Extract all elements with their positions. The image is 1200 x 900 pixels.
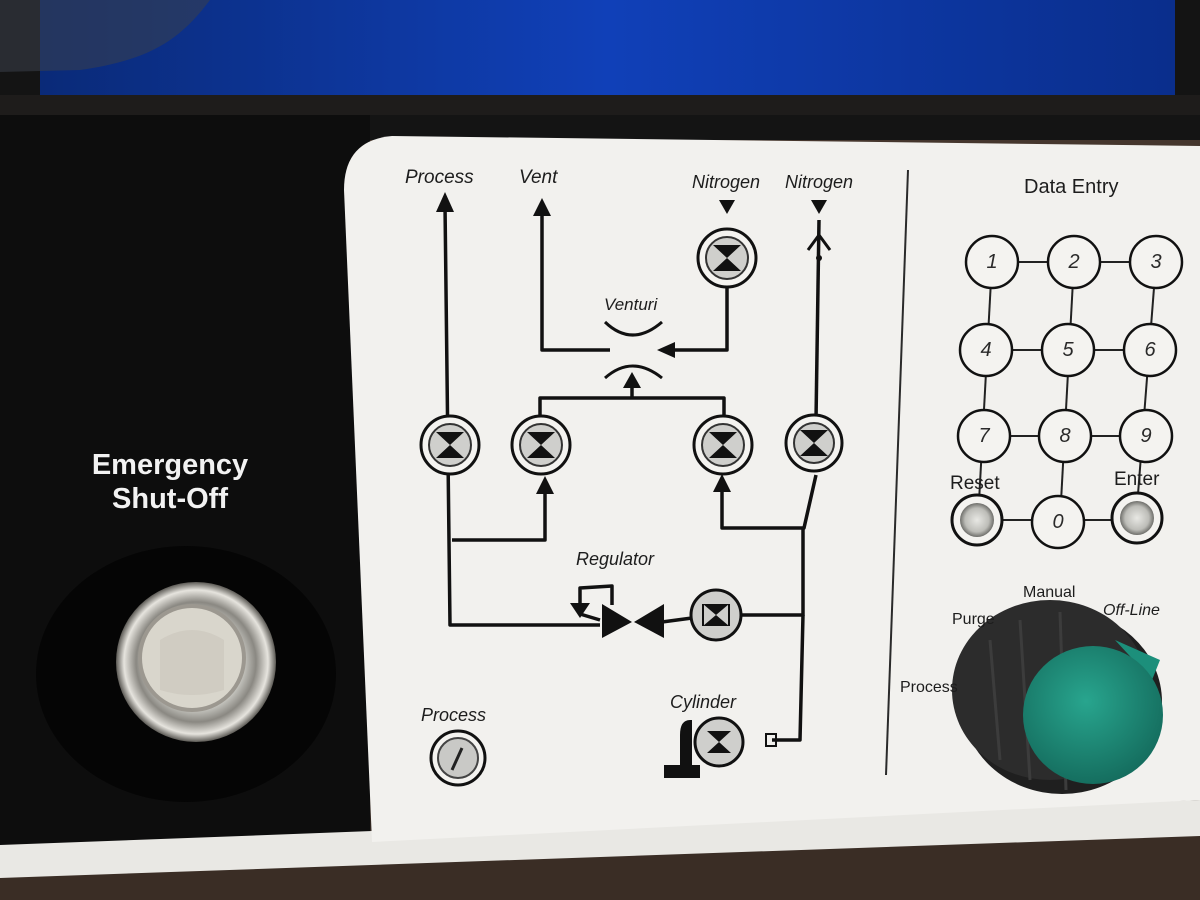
emergency-shutoff-button[interactable] xyxy=(116,582,276,742)
valve-v2 xyxy=(510,414,572,476)
diagram-label-process-out: Process xyxy=(405,167,474,188)
valve-v1 xyxy=(419,414,481,476)
knob-label-process: Process xyxy=(900,679,958,696)
blue-display-window xyxy=(40,0,1175,95)
process-indicator-light xyxy=(429,729,487,787)
diagram-label-nitrogen-right: Nitrogen xyxy=(785,172,854,192)
emergency-line-2: Shut-Off xyxy=(112,483,228,515)
key-7[interactable]: 7 xyxy=(978,425,990,447)
mode-selector-knob[interactable] xyxy=(962,612,1162,796)
data-entry-title: Data Entry xyxy=(1024,176,1119,198)
reset-button-icon xyxy=(950,493,1004,547)
diagram-label-regulator: Regulator xyxy=(576,549,655,569)
key-9[interactable]: 9 xyxy=(1140,425,1152,447)
cylinder-icon xyxy=(664,720,700,778)
diagram-label-process-light: Process xyxy=(421,705,487,725)
knob-label-manual: Manual xyxy=(1023,584,1076,601)
diagram-label-cylinder: Cylinder xyxy=(670,692,737,712)
key-5[interactable]: 5 xyxy=(1062,339,1074,361)
emergency-shutoff-label: Emergency Shut-Off xyxy=(60,448,280,516)
key-2[interactable]: 2 xyxy=(1068,251,1080,273)
valve-v6 xyxy=(696,227,758,289)
enter-label: Enter xyxy=(1114,469,1160,490)
reset-label: Reset xyxy=(950,473,1000,494)
display-reflection xyxy=(0,0,210,72)
valve-v4 xyxy=(692,414,754,476)
mode-knob-icon xyxy=(952,600,1163,794)
reset-button[interactable] xyxy=(952,495,1002,545)
key-8[interactable]: 8 xyxy=(1059,425,1071,447)
flow-arrowheads xyxy=(436,192,827,618)
diagram-label-vent: Vent xyxy=(519,167,558,188)
key-6[interactable]: 6 xyxy=(1144,339,1156,361)
enter-button[interactable] xyxy=(1112,493,1162,543)
knob-label-offline: Off-Line xyxy=(1103,602,1160,619)
knob-label-purge: Purge xyxy=(952,611,995,628)
panel-divider xyxy=(885,169,909,776)
diagram-label-venturi: Venturi xyxy=(604,295,658,314)
key-4[interactable]: 4 xyxy=(980,339,992,361)
diagram-label-nitrogen-left: Nitrogen xyxy=(692,172,761,192)
enter-button-icon xyxy=(1110,491,1164,545)
key-3[interactable]: 3 xyxy=(1150,251,1162,273)
valve-v3 xyxy=(689,588,743,642)
valve-v5 xyxy=(784,413,844,473)
emergency-line-1: Emergency xyxy=(91,449,249,481)
keypad-key-rings xyxy=(956,234,1184,550)
key-0[interactable]: 0 xyxy=(1052,511,1064,533)
valve-v7 xyxy=(693,716,745,768)
flow-lines xyxy=(443,204,821,742)
key-1[interactable]: 1 xyxy=(986,251,998,273)
